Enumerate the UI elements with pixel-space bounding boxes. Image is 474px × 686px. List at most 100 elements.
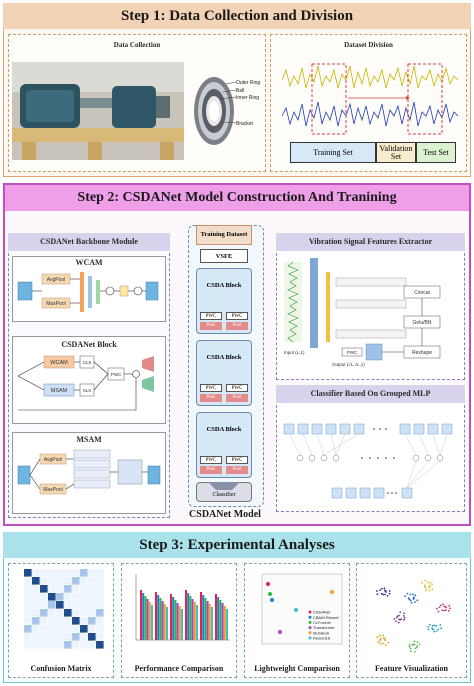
cm-cell — [24, 625, 32, 633]
perf-bar — [144, 596, 147, 640]
scatter-point-mobilevit — [330, 590, 334, 594]
perf-bar — [166, 607, 168, 640]
csda-block-1-pwc-a: PWC — [200, 312, 222, 320]
cm-cell — [56, 593, 64, 601]
bearing-label-outer: Outer Ring — [236, 80, 260, 86]
cm-cell — [56, 633, 64, 641]
cm-cell — [88, 609, 96, 617]
data-collection-label: Data Collection — [113, 41, 161, 49]
bearing-label-inner: Inner Ring — [236, 95, 259, 101]
tsne-point — [410, 601, 413, 604]
scatter-point-csdanet — [266, 582, 270, 586]
cm-cell — [64, 601, 72, 609]
legend-swatch — [308, 610, 312, 614]
msam-title: MSAM — [76, 435, 102, 444]
cm-cell — [32, 633, 40, 641]
cm-cell — [56, 585, 64, 593]
cm-cell — [24, 633, 32, 641]
perf-bar — [163, 604, 166, 640]
tsne-point — [435, 625, 437, 627]
cm-cell — [88, 585, 96, 593]
validation-set-label: Validation Set — [379, 143, 413, 161]
step3-header: Step 3: Experimental Analyses — [3, 532, 471, 558]
csda-block-3-pool-a: Pool — [200, 466, 222, 474]
cm-cell — [96, 585, 104, 593]
tsne-point — [416, 641, 419, 644]
tsne-point — [406, 592, 409, 595]
cm-cell — [24, 593, 32, 601]
cm-cell — [40, 641, 48, 649]
perf-bar — [176, 603, 179, 640]
cm-cell — [72, 609, 80, 617]
perf-bar — [226, 609, 228, 640]
perf-bar — [202, 595, 205, 640]
step1-header: Step 1: Data Collection and Division — [3, 3, 471, 29]
bearing-label-bracket: Bracket — [236, 121, 254, 127]
perf-bar — [142, 593, 145, 640]
cm-cell — [88, 617, 96, 625]
tsne-point — [423, 585, 426, 588]
tsne-point — [429, 581, 432, 584]
wcam-title: WCAM — [75, 258, 103, 267]
block-wcam-label: WCAM — [50, 360, 68, 366]
cm-cell — [48, 617, 56, 625]
cm-cell — [72, 617, 80, 625]
perf-bar — [223, 606, 226, 640]
tsne-point — [413, 650, 416, 653]
cm-cell — [96, 617, 104, 625]
tsne-point — [394, 620, 397, 623]
cm-cell — [64, 609, 72, 617]
block-pwc-label: PWC — [111, 372, 122, 377]
msam-maxpool: MaxPool — [43, 487, 62, 493]
cm-cell — [88, 641, 96, 649]
csda-block-1-label: CSDA Block — [206, 282, 242, 289]
perf-bar — [217, 597, 220, 640]
perf-bar — [148, 602, 151, 640]
perf-bar — [221, 603, 224, 640]
cm-cell — [96, 609, 104, 617]
tsne-point — [381, 642, 384, 645]
vsfe-pwc: PWC — [347, 350, 358, 355]
cm-cell — [56, 641, 64, 649]
cm-cell — [24, 585, 32, 593]
legend-swatch — [308, 631, 312, 635]
vsfe-box: VSFE — [200, 249, 248, 263]
wcam-diagram: AvgPool MaxPool — [17, 272, 159, 312]
step1-title: Step 1: Data Collection and Division — [120, 8, 354, 24]
legend-label: CLFormer — [313, 620, 332, 625]
tsne-point — [438, 606, 441, 609]
bearing-diagram: Outer Ring Ball Inner Ring Bracket — [194, 77, 260, 145]
training-set-cell: Training Set — [290, 142, 376, 163]
vsfe-diagram: Concat Gelu/BN Reshape PWC Output (√L,√L… — [284, 258, 441, 367]
tsne-point — [411, 644, 414, 646]
tsne-point — [416, 645, 419, 647]
validation-set-cell: Validation Set — [376, 142, 416, 163]
cm-cell — [56, 577, 64, 585]
csda-block-3-pwc-b: PWC — [226, 456, 248, 464]
tsne-point — [448, 607, 451, 610]
test-rig-photo — [12, 62, 184, 160]
vsfe-title: Vibration Signal Features Extractor — [308, 237, 433, 246]
tsne-point — [412, 596, 415, 599]
caption-confusion-matrix: Confusion Matrix — [30, 664, 92, 673]
tsne-scatter — [376, 579, 451, 653]
cm-cell — [64, 633, 72, 641]
tsne-point — [382, 636, 385, 639]
cm-cell — [96, 633, 104, 641]
cm-cell — [40, 577, 48, 585]
cm-cell — [48, 609, 56, 617]
tsne-point — [427, 628, 430, 631]
tsne-point — [416, 599, 419, 602]
tsne-point — [433, 624, 436, 627]
tsne-point — [412, 593, 414, 596]
tsne-point — [444, 609, 447, 612]
vsfe-input-label: Input (L,1) — [284, 350, 305, 355]
cm-cell — [88, 569, 96, 577]
cm-cell — [24, 569, 32, 577]
vsfe-gelu-bn: Gelu/BN — [413, 320, 432, 326]
cm-cell — [32, 569, 40, 577]
vsfe-output-label: Output (√L,√L,1) — [332, 362, 365, 367]
block-sls-label: SLS — [83, 388, 92, 393]
tsne-point — [448, 604, 451, 607]
dataset-division-label: Dataset Division — [344, 41, 393, 49]
